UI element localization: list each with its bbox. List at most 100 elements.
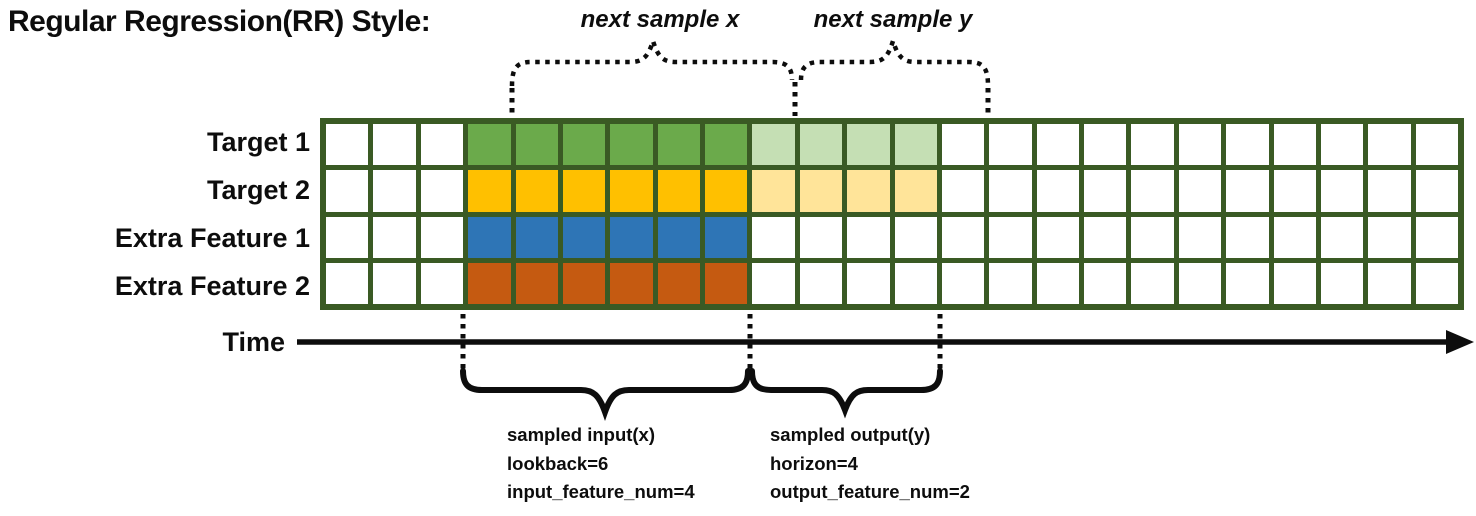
grid-cell bbox=[941, 262, 985, 304]
grid-cell bbox=[752, 124, 795, 166]
grid-cell bbox=[373, 170, 416, 212]
grid-cell bbox=[941, 216, 985, 258]
grid-cell bbox=[1226, 170, 1269, 212]
grid-cell bbox=[1320, 124, 1364, 166]
grid-cell bbox=[1131, 262, 1174, 304]
row-label-target-2: Target 2 bbox=[206, 174, 310, 205]
grid-cell bbox=[1226, 262, 1269, 304]
grid-cell bbox=[657, 124, 700, 166]
grid-cell bbox=[420, 170, 464, 212]
grid-cell bbox=[610, 262, 653, 304]
grid-cell bbox=[799, 216, 843, 258]
next-sample-y-brace bbox=[798, 33, 991, 87]
grid-cell bbox=[1415, 262, 1458, 304]
grid-cell bbox=[941, 170, 985, 212]
grid-cell bbox=[326, 262, 369, 304]
grid-cell bbox=[420, 262, 464, 304]
grid-cell bbox=[752, 170, 795, 212]
output-annotation-line: output_feature_num=2 bbox=[770, 481, 970, 502]
grid-cell bbox=[1178, 216, 1222, 258]
grid-cell bbox=[705, 216, 748, 258]
grid-cell bbox=[894, 170, 937, 212]
grid-cell bbox=[847, 170, 890, 212]
time-axis-arrowhead-icon bbox=[1446, 330, 1474, 354]
grid-cell bbox=[1178, 262, 1222, 304]
grid-cell bbox=[1273, 170, 1316, 212]
grid-cell bbox=[468, 170, 511, 212]
grid-cell bbox=[515, 216, 558, 258]
grid-cell bbox=[1084, 124, 1127, 166]
grid-cell bbox=[326, 170, 369, 212]
input-annotation-line: sampled input(x) bbox=[507, 424, 656, 445]
time-axis-label: Time bbox=[222, 327, 285, 357]
grid-cell bbox=[847, 216, 890, 258]
row-labels: Target 1 Target 2 Extra Feature 1 Extra … bbox=[0, 118, 310, 310]
sample-grid bbox=[320, 118, 1464, 310]
next-sample-y-label: next sample y bbox=[813, 6, 973, 33]
next-sample-x-label: next sample x bbox=[580, 6, 740, 33]
input-annotation-line: input_feature_num=4 bbox=[507, 481, 695, 502]
sampled-input-brace bbox=[460, 368, 751, 422]
grid-cell bbox=[515, 124, 558, 166]
grid-cell bbox=[1320, 170, 1364, 212]
grid-cell bbox=[468, 124, 511, 166]
output-annotation-line: horizon=4 bbox=[770, 452, 858, 474]
grid-cell bbox=[610, 216, 653, 258]
grid-cell bbox=[1415, 170, 1458, 212]
grid-cell bbox=[657, 216, 700, 258]
grid-cell bbox=[1084, 170, 1127, 212]
grid-cell bbox=[1320, 262, 1364, 304]
grid-cell bbox=[1415, 124, 1458, 166]
grid-cell bbox=[1368, 216, 1411, 258]
grid-cell bbox=[657, 170, 700, 212]
grid-cell bbox=[752, 262, 795, 304]
grid-cell bbox=[1036, 216, 1079, 258]
grid-cell bbox=[941, 124, 985, 166]
grid-cell bbox=[562, 124, 606, 166]
grid-cell bbox=[1226, 124, 1269, 166]
grid-cell bbox=[468, 216, 511, 258]
grid-cell bbox=[799, 124, 843, 166]
grid-cell bbox=[1036, 170, 1079, 212]
grid-cell bbox=[1084, 262, 1127, 304]
grid-cell bbox=[373, 124, 416, 166]
grid-cell bbox=[1036, 262, 1079, 304]
grid-cell bbox=[989, 124, 1032, 166]
grid-cell bbox=[1273, 124, 1316, 166]
row-label-target-1: Target 1 bbox=[206, 126, 310, 157]
grid-cell bbox=[562, 170, 606, 212]
grid-cell bbox=[373, 262, 416, 304]
grid-cell bbox=[705, 262, 748, 304]
grid-cell bbox=[1131, 124, 1174, 166]
grid-cell bbox=[1273, 262, 1316, 304]
grid-cell bbox=[989, 170, 1032, 212]
grid-cell bbox=[1131, 216, 1174, 258]
grid-cell bbox=[1368, 262, 1411, 304]
grid-cell bbox=[1084, 216, 1127, 258]
grid-cell bbox=[752, 216, 795, 258]
grid-cell bbox=[657, 262, 700, 304]
grid-cell bbox=[610, 170, 653, 212]
next-sample-x-brace bbox=[509, 33, 795, 87]
grid-cell bbox=[1226, 216, 1269, 258]
output-annotation-line: sampled output(y) bbox=[770, 424, 931, 445]
output-annotation: sampled output(y) horizon=4 output_featu… bbox=[770, 421, 970, 507]
grid-cell bbox=[989, 216, 1032, 258]
grid-cell bbox=[420, 124, 464, 166]
grid-cell bbox=[1036, 124, 1079, 166]
grid-cell bbox=[515, 262, 558, 304]
grid-cell bbox=[515, 170, 558, 212]
grid-cell bbox=[894, 124, 937, 166]
grid-cell bbox=[468, 262, 511, 304]
grid-cell bbox=[562, 216, 606, 258]
grid-cell bbox=[1273, 216, 1316, 258]
row-label-extra-feature-1: Extra Feature 1 bbox=[114, 222, 310, 253]
grid-cell bbox=[1415, 216, 1458, 258]
grid-cell bbox=[373, 216, 416, 258]
diagram-title: Regular Regression(RR) Style: bbox=[8, 5, 431, 38]
grid-cell bbox=[705, 124, 748, 166]
input-annotation-line: lookback=6 bbox=[507, 452, 609, 474]
grid-cell bbox=[1131, 170, 1174, 212]
